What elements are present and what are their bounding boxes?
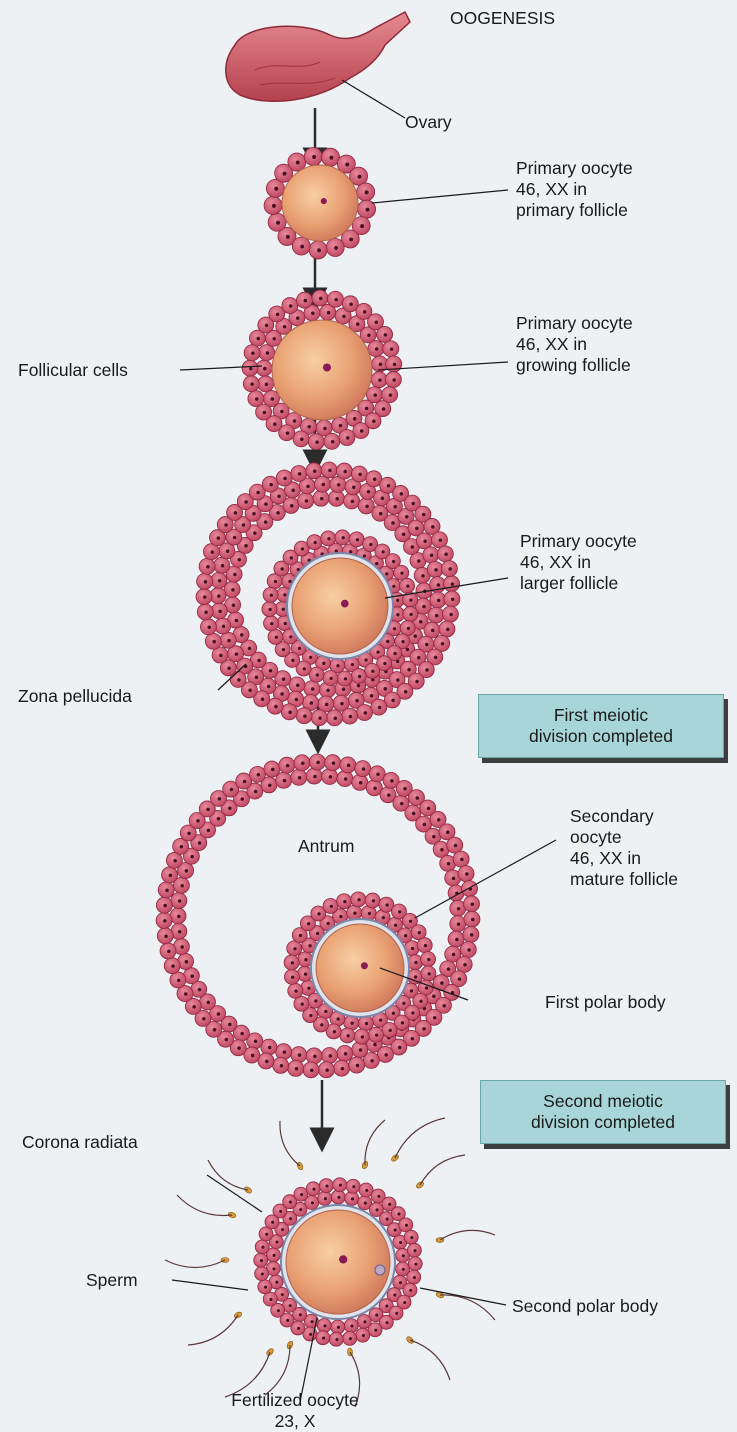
sperm [177, 1195, 237, 1219]
label-first-polar-body: First polar body [545, 992, 666, 1013]
second-meiotic-box: Second meioticdivision completed [480, 1080, 726, 1144]
sperm [188, 1311, 243, 1345]
label-fertilized-oocyte: Fertilized oocyte23, X [190, 1390, 400, 1432]
label-stage4: Secondaryoocyte46, XX inmature follicle [570, 806, 678, 890]
follicles [156, 147, 495, 1407]
label-second-polar-body: Second polar body [512, 1296, 658, 1317]
label-stage1: Primary oocyte46, XX inprimary follicle [516, 158, 633, 221]
label-zona-pellucida: Zona pellucida [18, 686, 132, 707]
sperm [361, 1120, 385, 1170]
ovary [226, 12, 410, 101]
first-meiotic-box: First meioticdivision completed [478, 694, 724, 758]
sperm [436, 1230, 495, 1242]
sperm [435, 1291, 495, 1320]
sperm [390, 1118, 445, 1162]
label-follicular-cells: Follicular cells [18, 360, 128, 381]
label-stage3: Primary oocyte46, XX inlarger follicle [520, 531, 637, 594]
label-sperm: Sperm [86, 1270, 138, 1291]
primary-follicle [264, 147, 376, 258]
label-corona-radiata: Corona radiata [22, 1132, 138, 1153]
diagram-title: OOGENESIS [450, 8, 555, 29]
label-stage2: Primary oocyte46, XX ingrowing follicle [516, 313, 633, 376]
fertilized-oocyte [254, 1178, 422, 1346]
sperm [415, 1155, 465, 1189]
sperm [165, 1258, 229, 1268]
growing-follicle [242, 290, 402, 450]
sperm [265, 1340, 294, 1395]
sperm [405, 1335, 450, 1380]
label-antrum: Antrum [298, 836, 354, 857]
label-ovary: Ovary [405, 112, 452, 133]
sperm [208, 1160, 253, 1194]
sperm [280, 1121, 304, 1171]
